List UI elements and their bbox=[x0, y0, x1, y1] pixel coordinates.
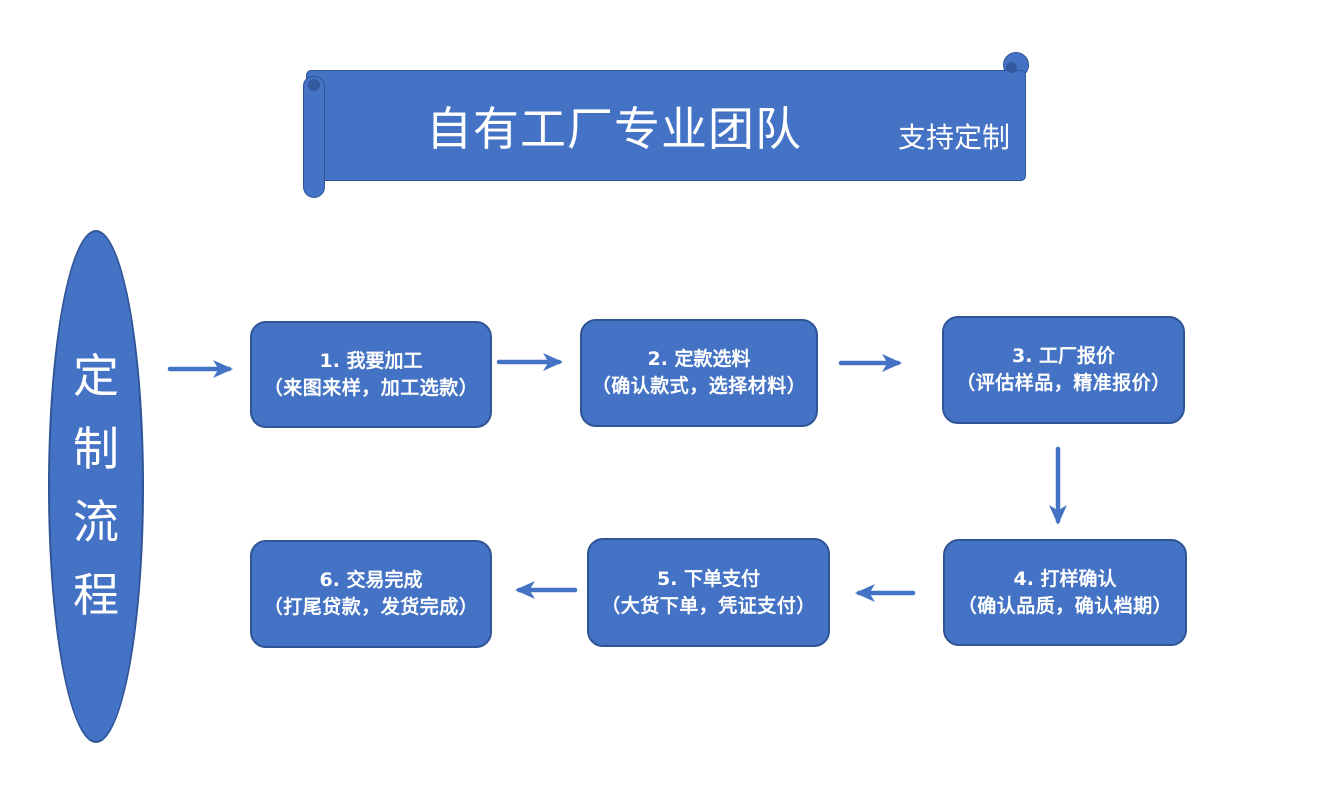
step-title: 3. 工厂报价 bbox=[1011, 345, 1116, 367]
step-box-3: 3. 工厂报价 （评估样品，精准报价） bbox=[942, 316, 1185, 424]
banner-ribbon: 自有工厂专业团队 支持定制 bbox=[306, 70, 1026, 181]
step-title: 6. 交易完成 bbox=[319, 569, 423, 591]
step-detail: （大货下单，凭证支付） bbox=[601, 594, 816, 617]
step-box-2: 2. 定款选料 （确认款式，选择材料） bbox=[580, 319, 818, 427]
step-detail: （打尾贷款，发货完成） bbox=[263, 596, 479, 618]
step-box-1: 1. 我要加工 （来图来样，加工选款） bbox=[250, 321, 492, 428]
step-detail: （评估样品，精准报价） bbox=[956, 372, 1171, 394]
process-label-ellipse: 定 制 流 程 bbox=[48, 230, 144, 743]
step-box-4: 4. 打样确认 （确认品质，确认档期） bbox=[943, 539, 1187, 646]
step-title: 1. 我要加工 bbox=[319, 349, 423, 372]
step-title: 4. 打样确认 bbox=[1013, 567, 1117, 590]
banner-left-roll-curl bbox=[308, 79, 320, 91]
process-label-char: 制 bbox=[73, 424, 119, 475]
banner-right-curl-shadow bbox=[1006, 62, 1017, 73]
step-box-5: 5. 下单支付 （大货下单，凭证支付） bbox=[587, 538, 830, 647]
banner-title: 自有工厂专业团队 bbox=[426, 103, 802, 155]
process-label-char: 程 bbox=[73, 570, 119, 621]
step-title: 2. 定款选料 bbox=[647, 348, 751, 370]
process-label-char: 定 bbox=[73, 351, 119, 402]
step-box-6: 6. 交易完成 （打尾贷款，发货完成） bbox=[250, 540, 492, 648]
banner-left-roll bbox=[303, 76, 325, 198]
step-detail: （来图来样，加工选款） bbox=[263, 376, 479, 399]
banner-subtitle: 支持定制 bbox=[897, 123, 1010, 154]
step-detail: （确认品质，确认档期） bbox=[957, 594, 1173, 617]
step-detail: （确认款式，选择材料） bbox=[591, 375, 807, 397]
step-title: 5. 下单支付 bbox=[656, 567, 761, 590]
process-label-char: 流 bbox=[73, 497, 119, 548]
